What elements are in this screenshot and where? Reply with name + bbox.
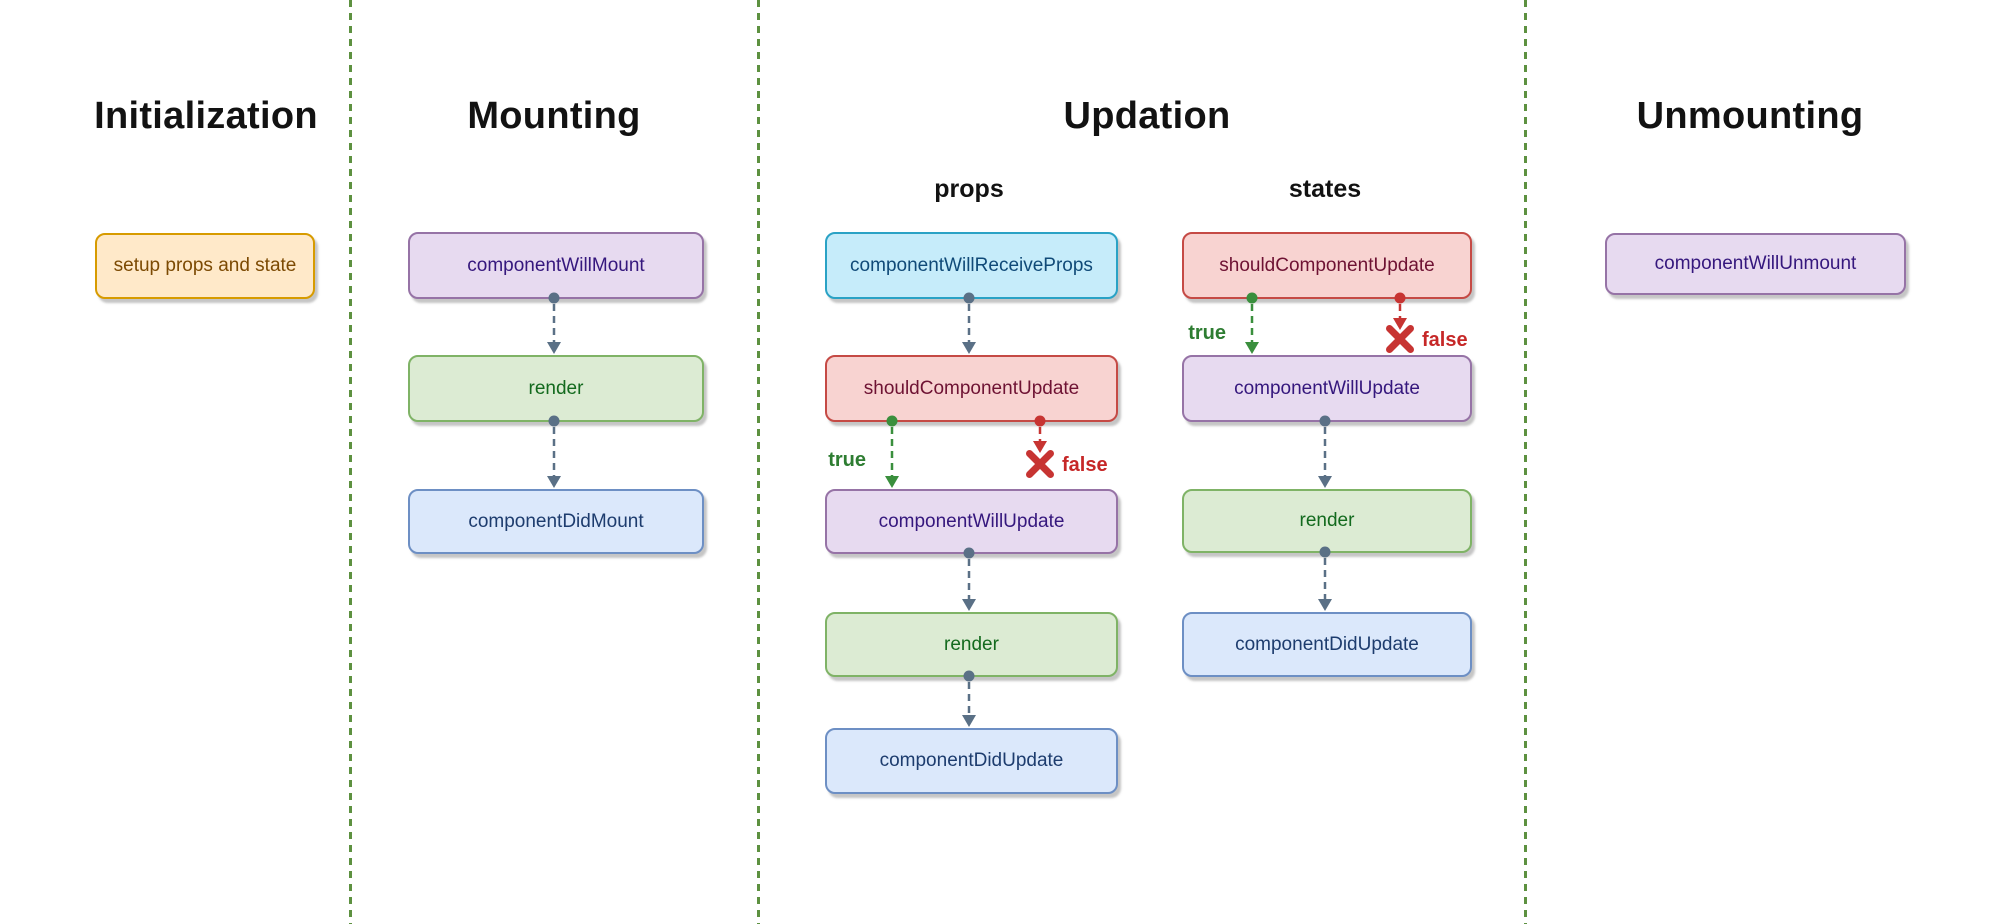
column-label-states: states [1288,175,1362,203]
edge-willupdate-to-render-props [962,547,976,611]
section-title-updation: Updation [1063,95,1231,137]
node-component-did-mount: componentDidMount [408,489,704,554]
edge-render-to-didupdate-states [1318,546,1332,611]
node-label: componentWillReceiveProps [850,254,1093,276]
node-label: componentDidMount [468,510,644,532]
node-should-component-update-states: shouldComponentUpdate [1182,232,1472,299]
edge-false-branch-props: false [1026,415,1108,478]
node-component-did-update-props: componentDidUpdate [825,728,1118,794]
section-title-unmounting: Unmounting [1636,95,1864,137]
x-mark-icon [1026,450,1054,478]
node-label: render [1299,510,1355,531]
edge-true-branch-states: true [1188,292,1259,354]
section-divider-2 [757,0,760,924]
node-component-will-update-props: componentWillUpdate [825,489,1118,554]
node-label: componentDidUpdate [1235,633,1419,655]
edge-willupdate-to-render-states [1318,415,1332,488]
section-title-mounting: Mounting [467,95,641,137]
node-component-will-update-states: componentWillUpdate [1182,355,1472,422]
section-divider-1 [349,0,352,924]
node-label: shouldComponentUpdate [1219,254,1435,276]
true-branch-label-props: true [828,449,866,471]
node-should-component-update-props: shouldComponentUpdate [825,355,1118,422]
edge-false-branch-states: false [1386,292,1468,353]
false-branch-label-props: false [1062,454,1108,476]
edge-true-branch-props: true [828,415,899,488]
edge-render-to-didmount [547,415,561,488]
node-component-did-update-states: componentDidUpdate [1182,612,1472,677]
node-label: componentWillUpdate [1234,377,1420,399]
column-label-props: props [934,175,1004,203]
edge-render-to-didupdate-props [962,670,976,727]
node-setup-props-and-state: setup props and state [95,233,315,299]
node-label: componentWillUnmount [1654,253,1857,274]
node-label: render [944,633,999,655]
node-label: componentWillMount [467,254,645,276]
node-label: componentWillUpdate [878,510,1065,532]
section-divider-3 [1524,0,1527,924]
section-title-initialization: Initialization [94,95,318,137]
edge-willmount-to-render [547,292,561,354]
true-branch-label-states: true [1188,322,1226,344]
node-label: shouldComponentUpdate [863,377,1080,399]
x-mark-icon [1386,325,1414,353]
node-label: componentDidUpdate [879,750,1064,771]
false-branch-label-states: false [1422,329,1468,351]
node-component-will-unmount: componentWillUnmount [1605,233,1906,295]
node-label: setup props and state [113,255,297,276]
node-label: render [528,377,584,399]
edge-willreceiveprops-to-shouldupdate [962,292,976,354]
